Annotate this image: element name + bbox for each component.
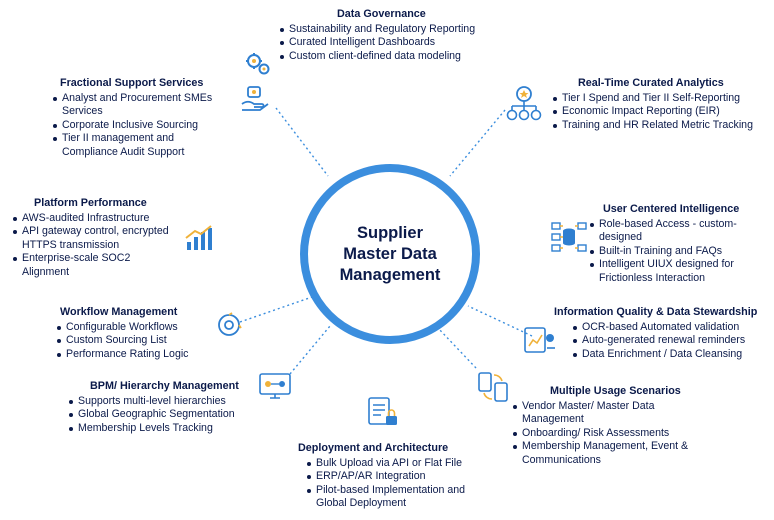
list-item: Bulk Upload via API or Flat File <box>307 457 498 471</box>
section-list: Configurable Workflows Custom Sourcing L… <box>52 321 222 362</box>
section-list: OCR-based Automated validation Auto-gene… <box>554 321 774 362</box>
list-item: Pilot-based Implementation and Global De… <box>307 484 476 511</box>
section-list: Supports multi-level hierarchies Global … <box>64 395 264 436</box>
list-item: Custom client-defined data modeling <box>280 50 505 64</box>
section-title: Workflow Management <box>60 306 178 318</box>
list-item: Training and HR Related Metric Tracking <box>553 119 773 133</box>
list-item: Auto-generated renewal reminders <box>573 334 774 348</box>
section-multiple-usage: Multiple Usage Scenarios Vendor Master/ … <box>508 385 733 468</box>
list-item: Custom Sourcing List <box>57 334 222 348</box>
growth-chart-icon <box>185 225 212 250</box>
monitor-workflow-icon <box>259 373 291 399</box>
center-title-line-2: Master Data <box>343 244 437 263</box>
section-title: Real-Time Curated Analytics <box>578 77 724 89</box>
list-item: Tier I Spend and Tier II Self-Reporting <box>553 92 773 106</box>
section-list: Bulk Upload via API or Flat File ERP/AP/… <box>298 457 498 511</box>
connector-low-left <box>289 325 331 375</box>
section-list: AWS-audited Infrastructure API gateway c… <box>0 212 185 280</box>
list-item: Membership Management, Event & Communica… <box>513 440 722 467</box>
list-item: Sustainability and Regulatory Reporting <box>280 23 505 37</box>
section-title: Platform Performance <box>34 197 147 209</box>
list-item: Intelligent UIUX designed for Frictionle… <box>590 258 764 285</box>
connector-low-right <box>437 327 477 369</box>
list-item: Global Geographic Segmentation <box>69 408 264 422</box>
hand-gears-icon <box>241 86 269 111</box>
center-title-line-3: Management <box>339 265 441 284</box>
section-list: Role-based Access - custom-designed Buil… <box>585 218 773 286</box>
list-item: Analyst and Procurement SMEs Services <box>53 92 222 119</box>
list-item: Built-in Training and FAQs <box>590 245 773 259</box>
list-item: AWS-audited Infrastructure <box>13 212 185 226</box>
section-title: Fractional Support Services <box>60 77 204 89</box>
section-list: Tier I Spend and Tier II Self-Reporting … <box>548 92 773 133</box>
list-item: Corporate Inclusive Sourcing <box>53 119 238 133</box>
list-item: Vendor Master/ Master Data Management <box>513 400 687 427</box>
list-item: Role-based Access - custom-designed <box>590 218 764 245</box>
section-list: Sustainability and Regulatory Reporting … <box>275 23 505 64</box>
list-item: OCR-based Automated validation <box>573 321 774 335</box>
org-chart-icon <box>506 86 542 121</box>
section-title: Multiple Usage Scenarios <box>550 385 681 397</box>
center-title: Supplier Master Data Management <box>325 223 455 286</box>
section-deployment: Deployment and Architecture Bulk Upload … <box>298 442 498 511</box>
connector-mid-left <box>239 295 316 323</box>
center-title-line-1: Supplier <box>356 223 423 242</box>
cycle-gear-icon <box>218 312 242 336</box>
list-item: Economic Impact Reporting (EIR) <box>553 105 773 119</box>
list-item: Configurable Workflows <box>57 321 222 335</box>
list-item: Curated Intelligent Dashboards <box>280 36 505 50</box>
secure-document-icon <box>368 397 397 425</box>
list-item: Supports multi-level hierarchies <box>69 395 264 409</box>
list-item: Onboarding/ Risk Assessments <box>513 427 733 441</box>
section-fractional-support: Fractional Support Services Analyst and … <box>48 77 238 160</box>
connector-mid-right <box>467 305 533 337</box>
list-item: Enterprise-scale SOC2 Alignment <box>13 252 162 279</box>
section-list: Vendor Master/ Master Data Management On… <box>508 400 733 468</box>
section-title: Data Governance <box>337 8 426 20</box>
section-title: BPM/ Hierarchy Management <box>90 380 239 392</box>
section-list: Analyst and Procurement SMEs Services Co… <box>48 92 238 160</box>
devices-sync-icon <box>478 372 508 402</box>
section-user-centered: User Centered Intelligence Role-based Ac… <box>585 203 773 286</box>
section-bpm-hierarchy: BPM/ Hierarchy Management Supports multi… <box>64 380 264 435</box>
document-chart-icon <box>524 327 555 353</box>
database-network-icon <box>551 222 587 252</box>
section-title: Information Quality & Data Stewardship <box>554 306 758 318</box>
section-title: Deployment and Architecture <box>298 442 449 454</box>
section-real-time-analytics: Real-Time Curated Analytics Tier I Spend… <box>548 77 773 132</box>
gears-icon <box>246 53 270 75</box>
list-item: Tier II management and Compliance Audit … <box>53 132 222 159</box>
list-item: API gateway control, encrypted HTTPS tra… <box>13 225 187 252</box>
section-platform-performance: Platform Performance AWS-audited Infrast… <box>0 197 185 280</box>
section-data-governance: Data Governance Sustainability and Regul… <box>275 8 505 63</box>
section-workflow-management: Workflow Management Configurable Workflo… <box>52 306 222 361</box>
connector-upper-right <box>449 109 506 177</box>
center-circle: Supplier Master Data Management <box>300 164 480 344</box>
list-item: ERP/AP/AR Integration <box>307 470 498 484</box>
list-item: Data Enrichment / Data Cleansing <box>573 348 774 362</box>
connector-upper-left <box>275 107 329 177</box>
list-item: Performance Rating Logic <box>57 348 222 362</box>
section-information-quality: Information Quality & Data Stewardship O… <box>554 306 774 361</box>
list-item: Membership Levels Tracking <box>69 422 264 436</box>
section-title: User Centered Intelligence <box>603 203 740 215</box>
